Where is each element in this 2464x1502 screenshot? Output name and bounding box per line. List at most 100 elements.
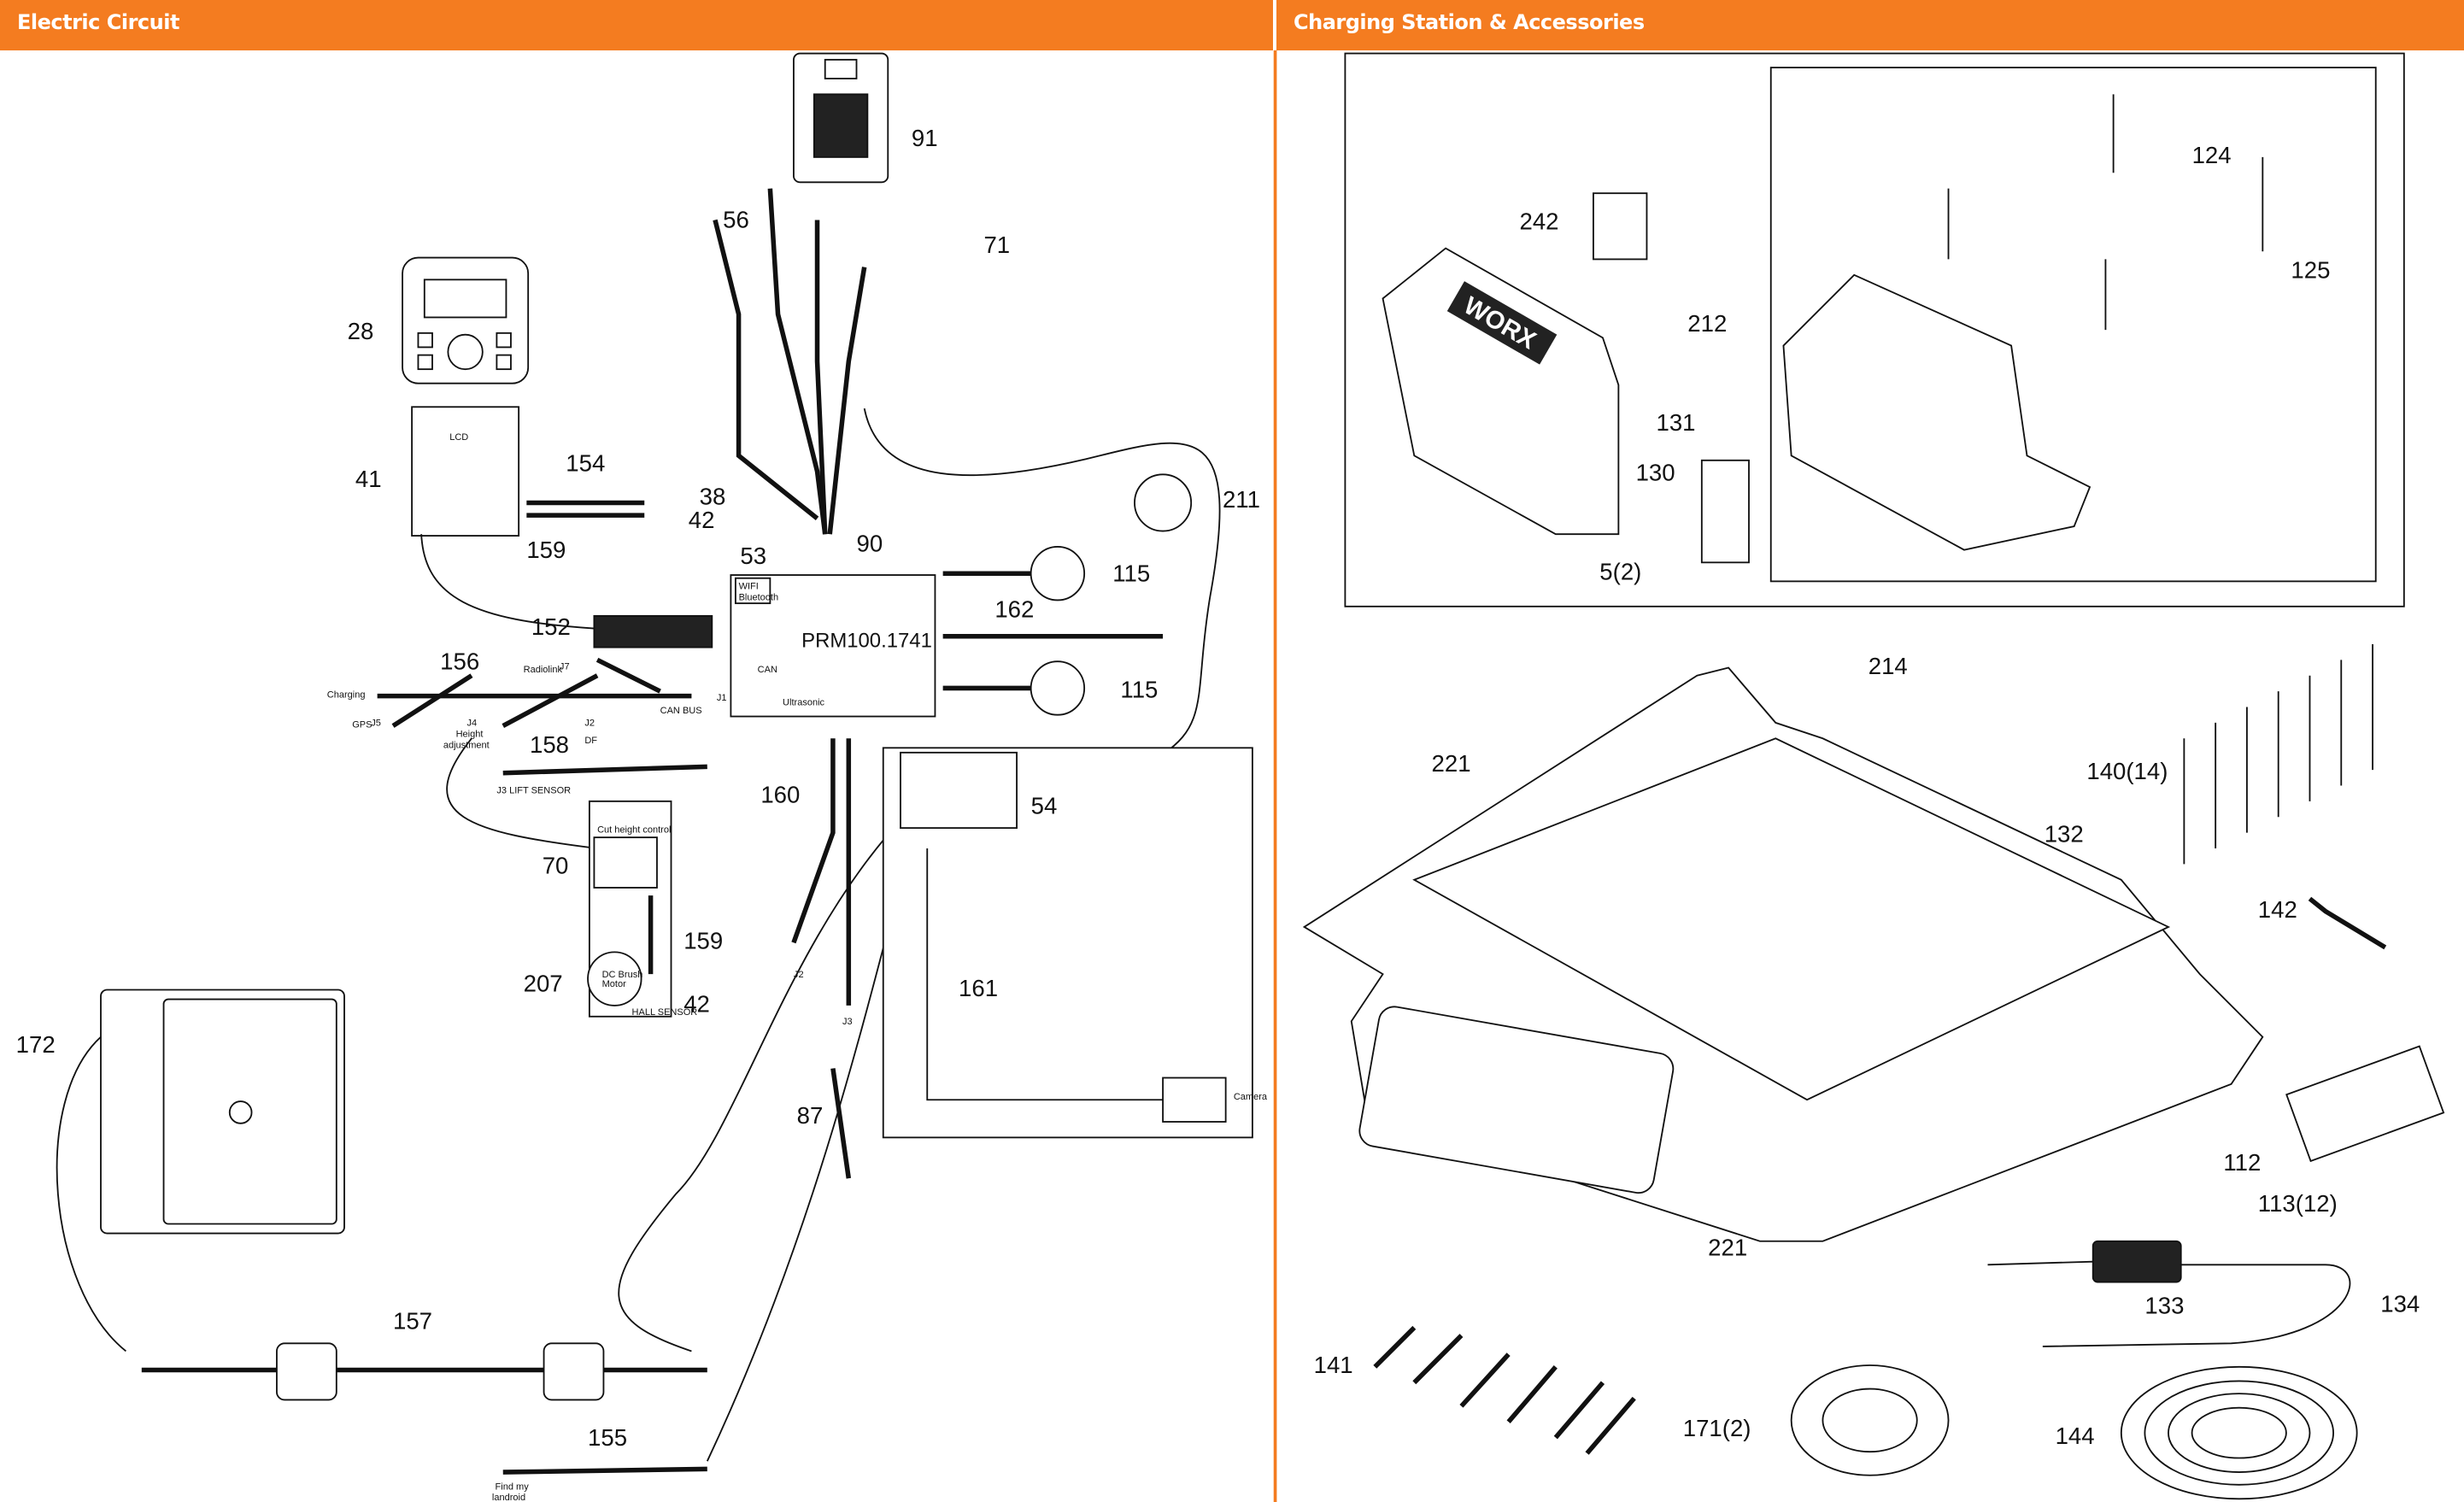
charging-station-diagram: WORX — [1302, 52, 2445, 1500]
callout: 112 — [2223, 1149, 2261, 1176]
station-inner-frame — [1769, 67, 2377, 583]
label-j1: J1 — [717, 693, 727, 703]
callout: 156 — [440, 648, 479, 674]
label-height: Height — [456, 729, 484, 739]
label-j2: J2 — [584, 719, 595, 729]
main-board — [730, 574, 936, 718]
label-bluetooth: Bluetooth — [739, 592, 779, 602]
label-j3: J3 — [842, 1017, 853, 1027]
callout: 71 — [983, 232, 1010, 258]
callout: 41 — [355, 466, 382, 492]
label-lift-sensor: J3 LIFT SENSOR — [496, 786, 571, 796]
callout: 152 — [531, 613, 571, 640]
callout: 154 — [566, 450, 605, 477]
charging-mat — [1302, 666, 2264, 1242]
label-radiolink: Radiolink — [524, 665, 563, 675]
cut-height-box — [588, 800, 672, 1018]
callout: 144 — [2056, 1423, 2095, 1449]
callout: 133 — [2144, 1292, 2184, 1318]
boundary-disc — [1790, 1364, 1950, 1476]
callout: 142 — [2258, 896, 2297, 923]
callout: 155 — [588, 1424, 627, 1451]
section-title-charging-station: Charging Station & Accessories — [1294, 10, 1645, 34]
label-wifi: WIFI — [739, 582, 759, 592]
boundary-wire-coil — [2120, 1365, 2358, 1500]
callout: 56 — [723, 207, 749, 233]
callout: 91 — [912, 125, 938, 151]
label-j5: J5 — [371, 719, 381, 729]
harness-152 — [593, 614, 713, 648]
callout: 131 — [1657, 409, 1696, 436]
callout: 211 — [1223, 486, 1260, 513]
callout: 141 — [1314, 1352, 1353, 1378]
station-cover — [1382, 247, 1620, 536]
label-landroid: landroid — [492, 1493, 525, 1502]
lcd-display — [402, 256, 530, 384]
header-charging-station: Charging Station & Accessories — [1276, 0, 2464, 50]
callout: 87 — [797, 1102, 824, 1129]
callout: 42 — [683, 990, 710, 1017]
callout: 214 — [1869, 653, 1908, 679]
callout: 38 — [700, 483, 726, 509]
electric-circuit-diagram: LCD WIFI Bluetooth PRM100.1741 CAN Ultra… — [16, 52, 1268, 1502]
section-title-electric-circuit: Electric Circuit — [17, 10, 179, 34]
label-j7: J7 — [560, 661, 570, 672]
label-adjustment: adjustment — [443, 740, 490, 750]
callout: 134 — [2380, 1290, 2420, 1317]
label-motor: Motor — [602, 979, 626, 989]
label-can: CAN — [758, 665, 777, 675]
worx-logo: WORX — [1459, 291, 1541, 355]
label-j4: J4 — [466, 719, 477, 729]
main-board-model: PRM100.1741 — [801, 630, 932, 653]
electric-callouts: 91 56 71 28 41 154 38 42 159 53 90 211 1… — [16, 125, 1260, 1451]
callout: 115 — [1112, 560, 1150, 586]
battery-pack — [793, 52, 889, 184]
station-callouts: 242 212 124 125 131 130 5(2) 214 221 140… — [1314, 142, 2420, 1449]
callout: 212 — [1687, 310, 1727, 337]
callout: 161 — [959, 975, 998, 1001]
callout: 159 — [683, 928, 723, 954]
callout: 160 — [760, 782, 800, 808]
callout: 157 — [393, 1308, 432, 1335]
label-df: DF — [584, 736, 597, 746]
callout: 171(2) — [1683, 1415, 1751, 1441]
label-find-my: Find my — [496, 1481, 530, 1492]
power-supply — [2091, 1240, 2182, 1283]
camera-module-box — [882, 747, 1253, 1139]
callout: 159 — [526, 537, 566, 563]
label-ultrasonic: Ultrasonic — [783, 698, 824, 708]
callout: 158 — [530, 731, 569, 758]
callout: 70 — [543, 852, 569, 878]
callout: 207 — [524, 970, 563, 996]
callout: 172 — [16, 1031, 56, 1058]
callout: 5(2) — [1599, 559, 1641, 585]
callout: 140(14) — [2086, 758, 2168, 784]
label-j2-connector: J2 — [794, 970, 804, 980]
label-gps: GPS — [352, 719, 372, 730]
callout: 162 — [994, 596, 1034, 623]
label-can-bus: CAN BUS — [660, 706, 702, 716]
station-outer-frame — [1344, 52, 2405, 607]
callout: 42 — [689, 507, 715, 533]
callout: 90 — [857, 530, 883, 556]
callout: 125 — [2291, 256, 2330, 283]
callout: 115 — [1120, 676, 1158, 702]
callout: 132 — [2045, 821, 2084, 848]
callout: 221 — [1432, 750, 1471, 777]
callout: 124 — [2192, 142, 2232, 168]
perimeter-board — [100, 989, 345, 1235]
label-dc-brush: DC Brush — [602, 970, 643, 980]
label-lcd: LCD — [449, 432, 468, 443]
callout: 221 — [1708, 1234, 1747, 1260]
label-charging: Charging — [327, 689, 366, 700]
callout: 130 — [1636, 460, 1675, 486]
callout: 28 — [348, 318, 374, 344]
label-hall-sensor: HALL SENSOR — [632, 1007, 698, 1018]
callout: 113(12) — [2258, 1190, 2338, 1217]
callout: 242 — [1520, 208, 1559, 234]
station-base — [1782, 273, 2091, 551]
lcd-board — [411, 406, 520, 537]
callout: 54 — [1031, 793, 1058, 819]
